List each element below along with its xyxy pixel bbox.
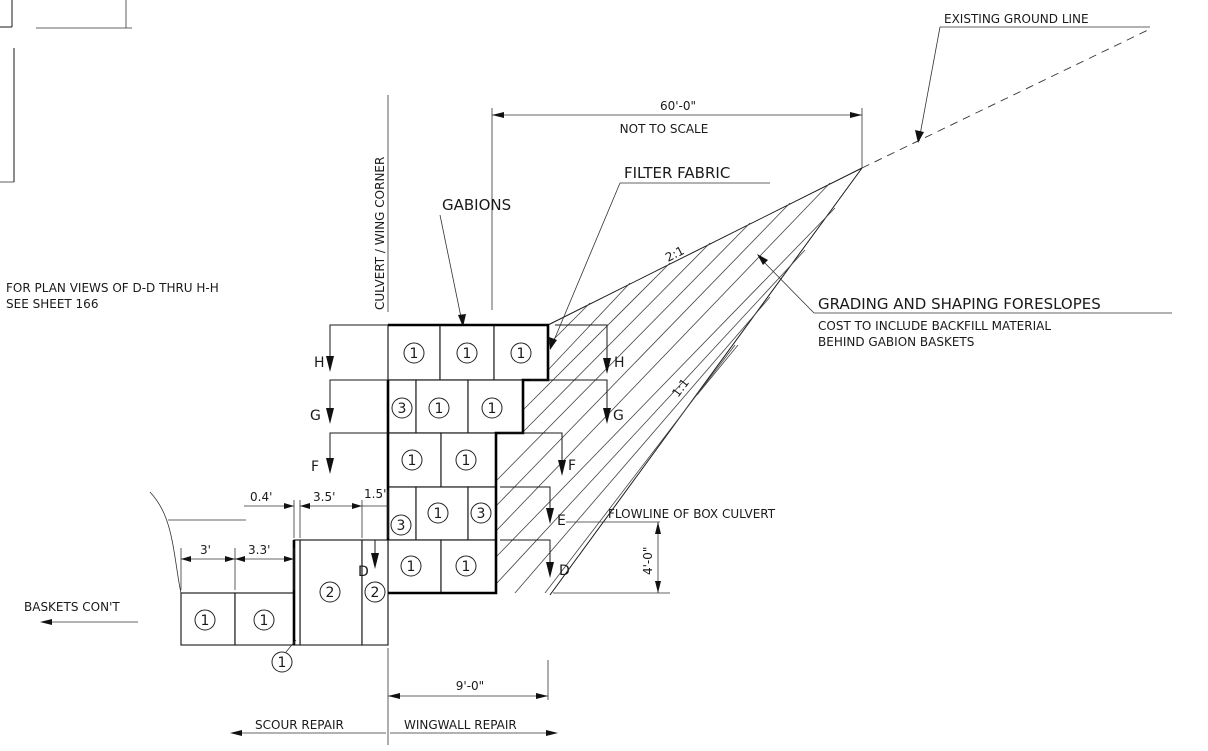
basket-type-1: 1	[410, 346, 419, 362]
filter-fabric-label: FILTER FABRIC	[624, 164, 730, 182]
basket-type-1: 1	[463, 346, 472, 362]
baskets-continue: BASKETS CON'T	[24, 600, 138, 625]
plan-views-line2: SEE SHEET 166	[6, 297, 98, 311]
basket-type-1: 1	[408, 453, 417, 469]
existing-embankment	[149, 491, 388, 646]
section-G-left: G	[310, 408, 321, 424]
dimension-9ft: 9'-0"	[387, 648, 549, 745]
grading-line2: BEHIND GABION BASKETS	[818, 335, 974, 349]
basket-type-1: 1	[278, 655, 287, 671]
existing-ground-line-label: EXISTING GROUND LINE	[944, 12, 1089, 26]
basket-type-1: 1	[407, 559, 416, 575]
basket-type-1: 1	[517, 346, 526, 362]
section-H-left: H	[314, 355, 325, 371]
section-F-left: F	[311, 459, 319, 475]
basket-type-1: 1	[488, 401, 497, 417]
foreslope-hatching: 2:1 1:1	[496, 167, 863, 596]
flowline-dimension: FLOWLINE OF BOX CULVERT 4'-0"	[553, 507, 776, 594]
basket-type-1: 1	[462, 453, 471, 469]
grading-line1: COST TO INCLUDE BACKFILL MATERIAL	[818, 319, 1051, 333]
scour-repair-label: SCOUR REPAIR	[255, 718, 344, 732]
flowline-label: FLOWLINE OF BOX CULVERT	[608, 507, 776, 521]
not-to-scale-label: NOT TO SCALE	[620, 122, 709, 136]
section-D-right: D	[559, 563, 570, 579]
gabions-callout: GABIONS	[439, 196, 511, 327]
section-cuts: H H G G F F E D D	[310, 324, 625, 580]
repair-limits: SCOUR REPAIR WINGWALL REPAIR	[230, 718, 558, 736]
grading-title: GRADING AND SHAPING FORESLOPES	[818, 295, 1101, 313]
culvert-wing-corner: CULVERT / WING CORNER	[373, 95, 389, 312]
plan-views-line1: FOR PLAN VIEWS OF D-D THRU H-H	[6, 281, 219, 295]
basket-type-3: 3	[398, 401, 407, 417]
section-G-right: G	[613, 408, 624, 424]
basket-type-3: 3	[477, 506, 486, 522]
grading-note: GRADING AND SHAPING FORESLOPES COST TO I…	[757, 254, 1172, 349]
basket-type-marks: 1 1 1 3 1 1 1 1 3 1 3 1 1 2 2 1 1 1	[194, 342, 532, 673]
basket-type-1: 1	[434, 506, 443, 522]
dim-1-5: 1.5'	[364, 487, 386, 501]
plan-views-note: FOR PLAN VIEWS OF D-D THRU H-H SEE SHEET…	[6, 281, 219, 311]
dim-0-4: 0.4'	[250, 490, 272, 504]
lower-dimensions: 3' 3.3'	[180, 543, 295, 590]
basket-type-3: 3	[397, 518, 406, 534]
basket-type-2: 2	[326, 585, 335, 601]
section-H-right: H	[614, 355, 625, 371]
dimension-60ft: 60'-0" NOT TO SCALE	[491, 99, 863, 310]
section-E-right: E	[557, 513, 566, 529]
basket-type-2: 2	[371, 585, 380, 601]
basket-type-1: 1	[201, 613, 210, 629]
upper-dimensions: 0.4' 3.5' 1.5'	[244, 487, 389, 538]
existing-ground-line: EXISTING GROUND LINE	[861, 12, 1150, 169]
gabion-baskets	[180, 323, 550, 646]
dim-3: 3'	[200, 543, 211, 557]
sheet-frame-fragment	[0, 0, 132, 183]
section-D-left: D	[358, 564, 369, 580]
slope-2-1-label: 2:1	[663, 243, 687, 264]
wingwall-repair-label: WINGWALL REPAIR	[404, 718, 517, 732]
baskets-cont-label: BASKETS CON'T	[24, 600, 120, 614]
slope-1-1-label: 1:1	[669, 376, 692, 400]
dim-60-label: 60'-0"	[660, 99, 696, 113]
dim-3-5: 3.5'	[313, 490, 335, 504]
basket-type-1: 1	[462, 559, 471, 575]
dim-9-label: 9'-0"	[456, 679, 484, 693]
basket-type-1: 1	[260, 613, 269, 629]
culvert-wing-corner-label: CULVERT / WING CORNER	[373, 157, 387, 310]
dim-4-label: 4'-0"	[641, 547, 655, 575]
basket-type-1: 1	[435, 401, 444, 417]
section-F-right: F	[568, 458, 576, 474]
gabions-label: GABIONS	[442, 196, 511, 214]
filter-fabric-callout: FILTER FABRIC	[549, 164, 770, 350]
dim-3-3: 3.3'	[248, 543, 270, 557]
